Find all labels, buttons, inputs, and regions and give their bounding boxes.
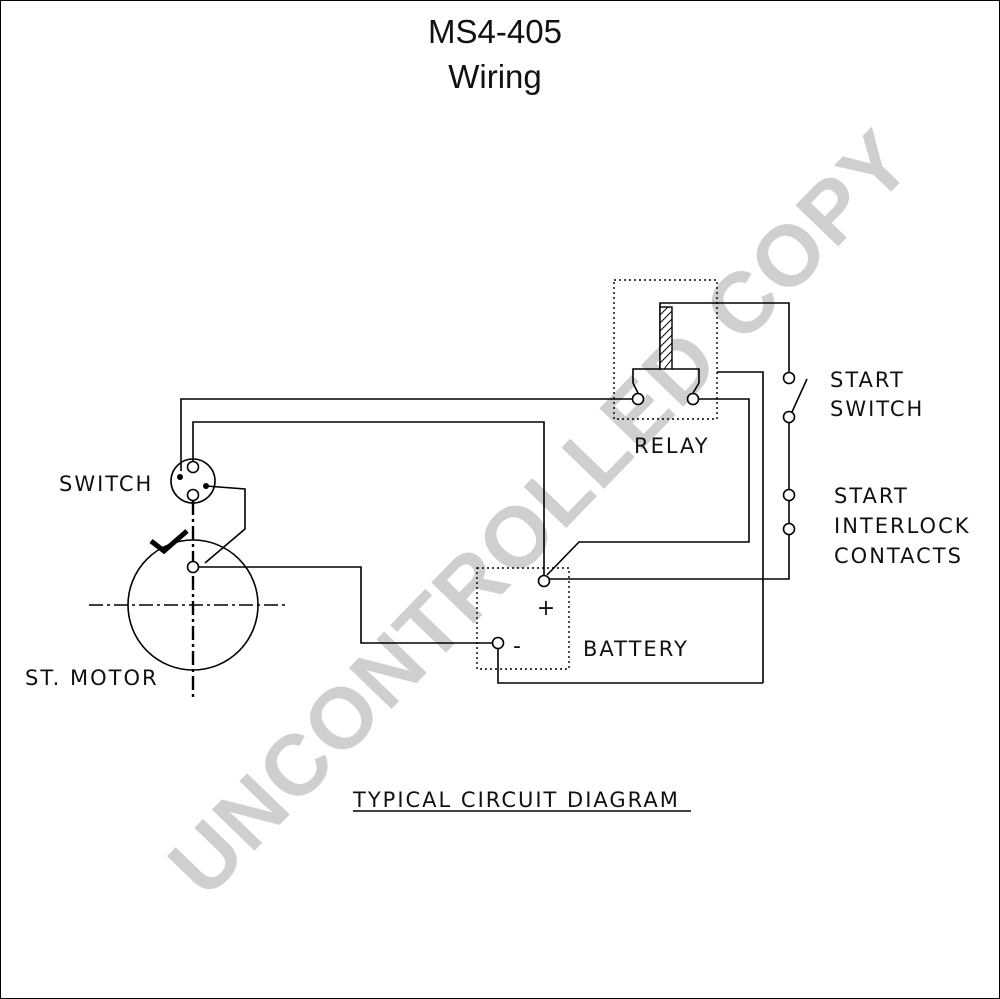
battery-terminal-plus	[537, 574, 551, 588]
battery-label: BATTERY	[583, 637, 689, 661]
battery-minus-sign: -	[513, 634, 523, 659]
starter-motor	[89, 501, 287, 698]
battery	[476, 567, 570, 670]
relay-coil-hatch	[659, 306, 673, 370]
interlock-terminal-bottom	[782, 522, 796, 536]
start-switch-blade	[791, 378, 808, 413]
wire-relay-to-switch	[180, 398, 632, 471]
relay-label: RELAY	[634, 434, 710, 458]
start-switch-terminal-bottom	[782, 410, 796, 424]
motor-pinion-lever	[149, 529, 189, 555]
wire-relay-to-start-switch	[659, 302, 790, 372]
motor-terminal	[186, 560, 200, 574]
start-switch	[782, 371, 808, 489]
battery-terminal-minus	[491, 636, 505, 650]
switch-terminal-top	[186, 460, 200, 474]
switch-terminal-bottom	[186, 488, 200, 502]
switch-dot-left	[177, 474, 183, 480]
st-motor-label: ST. MOTOR	[25, 666, 159, 690]
relay-terminal-left	[631, 392, 645, 406]
relay-terminal-right	[686, 392, 700, 406]
start-switch-label-1: START	[830, 368, 905, 392]
start-switch-label-2: SWITCH	[830, 397, 924, 421]
wire-relay-return	[717, 371, 764, 683]
relay-coil-right	[672, 368, 700, 383]
wire-battery-minus-to-motor	[199, 566, 492, 644]
relay-enclosure	[613, 279, 718, 420]
relay-contact-right	[692, 382, 700, 394]
wire-battery-plus-to-relay	[546, 398, 750, 576]
battery-plus-sign: +	[537, 596, 557, 621]
start-switch-terminal-top	[782, 371, 796, 385]
wire-battery-plus-to-switch	[192, 421, 545, 575]
caption: TYPICAL CIRCUIT DIAGRAM	[352, 788, 680, 812]
interlock-label-2: INTERLOCK	[834, 514, 971, 538]
interlock-terminal-top	[782, 488, 796, 502]
relay-contact-left	[632, 382, 639, 394]
wire-interlock-to-battery-plus	[547, 535, 790, 580]
start-interlock-contacts	[547, 488, 796, 580]
title-line-1: MS4-405	[428, 13, 562, 50]
battery-enclosure	[476, 567, 570, 670]
interlock-label-1: START	[834, 484, 909, 508]
title-line-2: Wiring	[448, 58, 542, 95]
interlock-label-3: CONTACTS	[834, 544, 963, 568]
wire-battery-minus-to-relay	[497, 649, 763, 684]
switch-label: SWITCH	[59, 472, 153, 496]
switch	[170, 458, 246, 564]
wire-switch-to-motor	[204, 485, 246, 564]
